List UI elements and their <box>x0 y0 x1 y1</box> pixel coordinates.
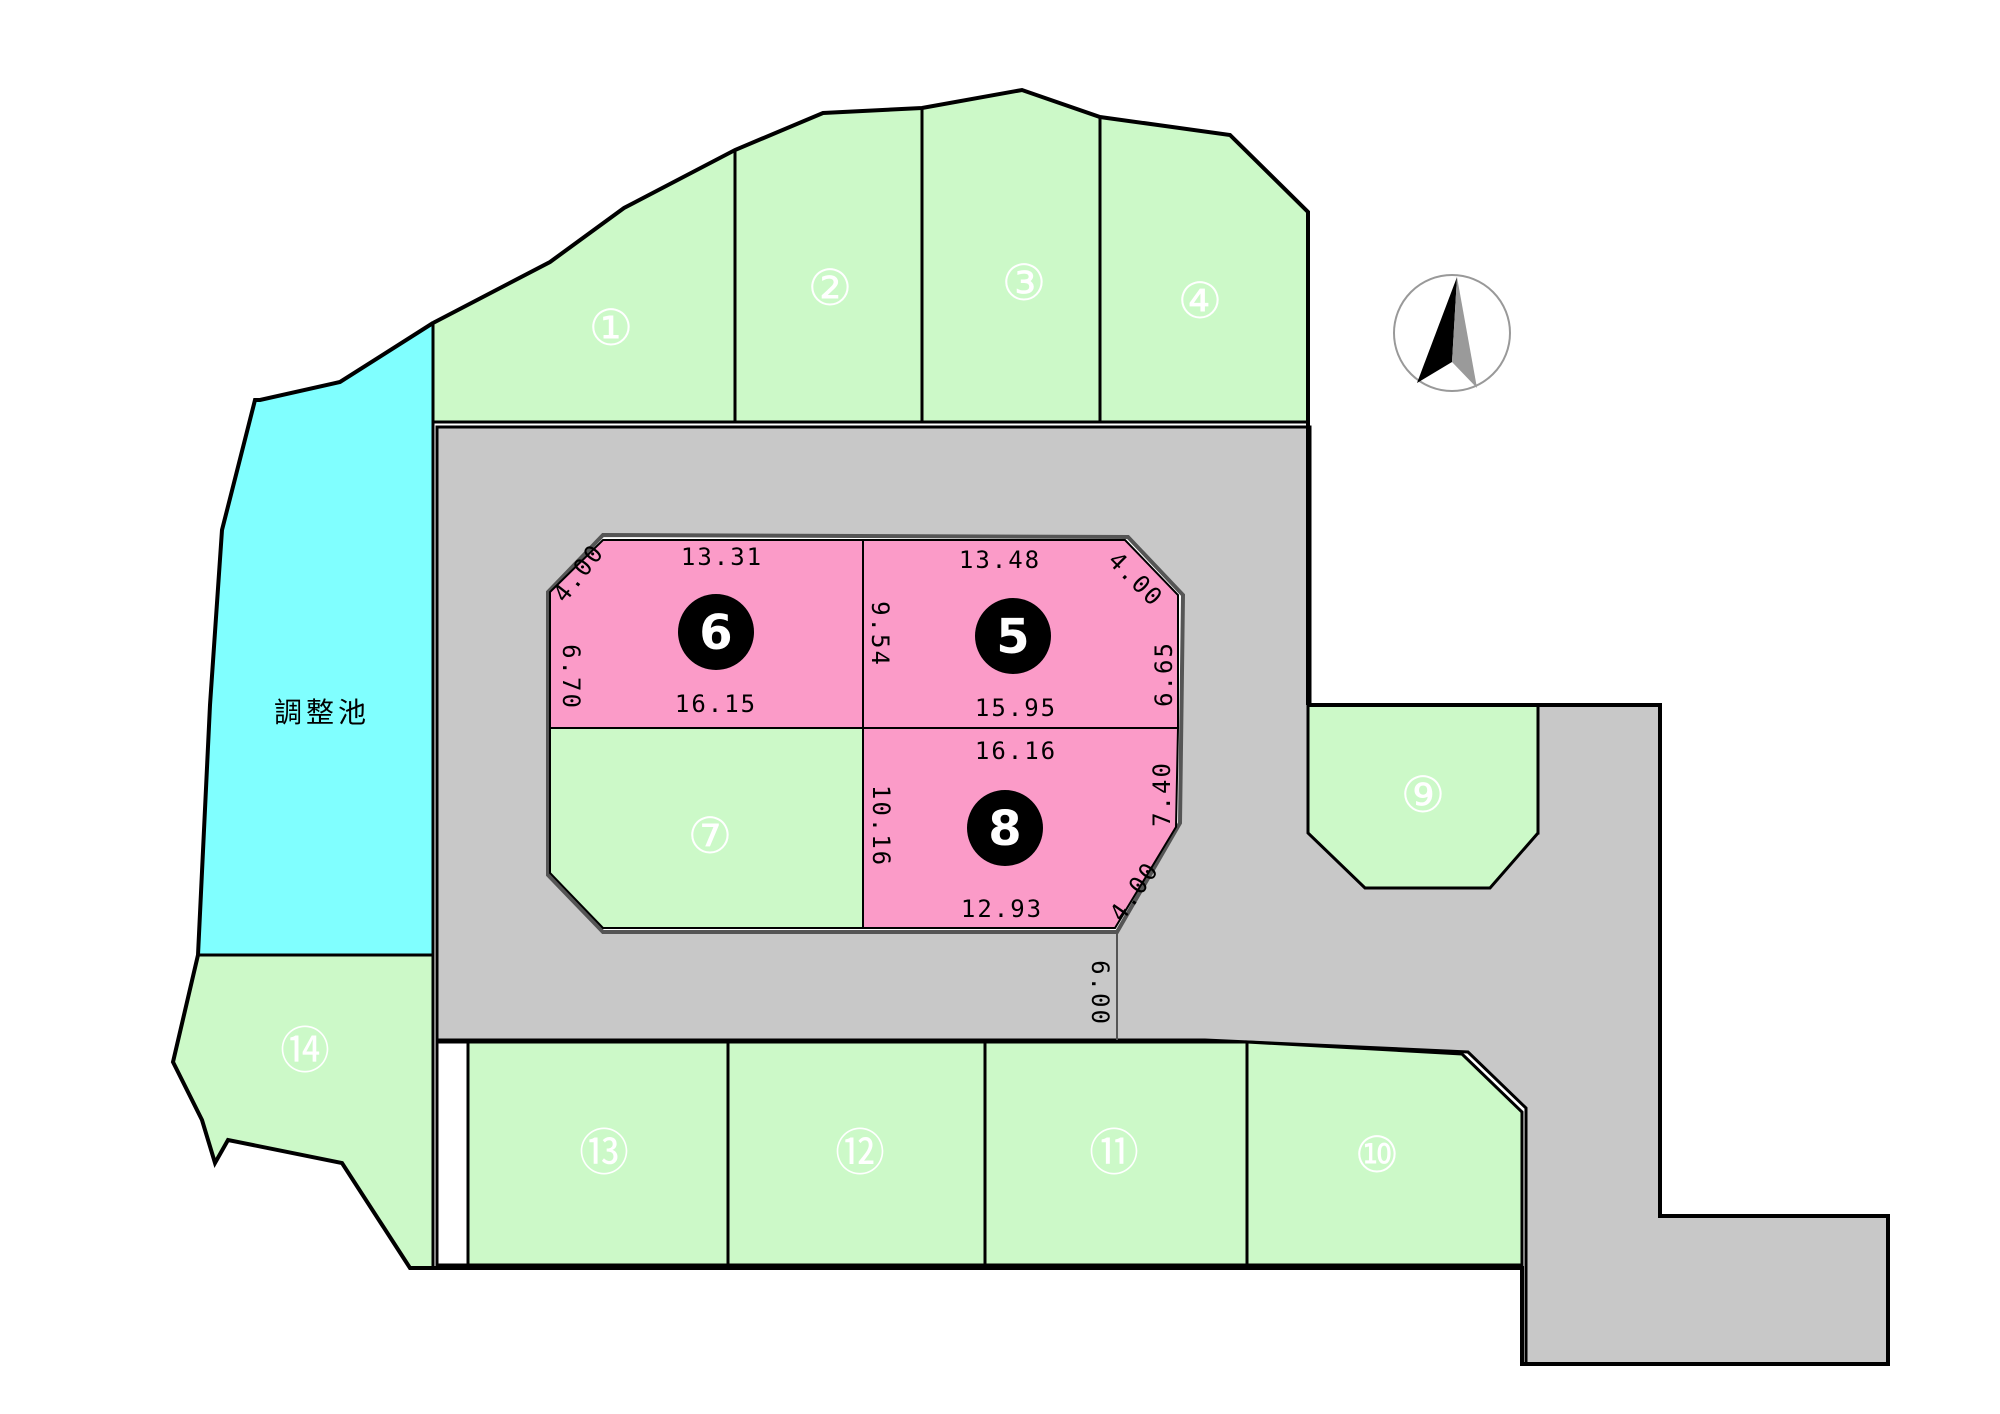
lot-6-left-dim: 6.70 <box>557 644 585 710</box>
lot-5-shared-dim: 9.54 <box>866 601 894 667</box>
lot-7[interactable] <box>549 727 864 929</box>
walkway-strip <box>435 1040 470 1267</box>
lot-7-label: ⑦ <box>688 807 733 865</box>
lot-8-badge: 8 <box>967 790 1043 866</box>
lot-4-label: ④ <box>1178 272 1223 330</box>
pond-label: 調整池 <box>274 696 370 729</box>
lot-2-label: ② <box>808 259 853 317</box>
lot-4[interactable] <box>1098 115 1310 424</box>
lot-5-right-dim: 6.65 <box>1150 641 1178 707</box>
north-boundary <box>432 87 1310 705</box>
lot-10[interactable] <box>1245 1040 1524 1267</box>
lot-3-label: ③ <box>1002 254 1047 312</box>
site-boundary <box>170 321 1890 1366</box>
south-lots <box>466 1040 1524 1267</box>
north-compass <box>1393 274 1511 392</box>
lot-5-top-dim: 13.48 <box>959 546 1041 574</box>
lot-1-label: ① <box>589 299 634 357</box>
lot-11-label: ⑪ <box>1089 1124 1139 1182</box>
lot-14-label: ⑭ <box>280 1022 330 1080</box>
lot-8-label: 8 <box>988 801 1021 857</box>
lot-6-top-dim: 13.31 <box>681 543 763 571</box>
lot-14[interactable] <box>171 953 435 1270</box>
lot-13-label: ⑬ <box>579 1124 629 1182</box>
lot-6-label: 6 <box>699 605 732 661</box>
pond-area <box>196 320 435 957</box>
north-arrow-shade <box>1452 277 1477 388</box>
lot-8-left-dim: 10.16 <box>867 785 895 867</box>
lot-5-label: 5 <box>996 609 1029 665</box>
north-lots <box>431 88 1310 424</box>
lot-9-label: ⑨ <box>1401 766 1446 824</box>
north-arrow-icon <box>1417 277 1457 383</box>
lot-12-label: ⑫ <box>835 1124 885 1182</box>
lot-5-bottom-dim: 15.95 <box>975 694 1057 722</box>
lot-1[interactable] <box>431 147 737 424</box>
road-width-dim: 6.00 <box>1086 960 1114 1026</box>
lot-8-right-dim: 7.40 <box>1148 761 1176 827</box>
lot-6-bottom-dim: 16.15 <box>675 690 757 718</box>
lot-8-top-dim: 16.16 <box>975 737 1057 765</box>
lot-5-badge: 5 <box>975 598 1051 674</box>
lot-6-badge: 6 <box>678 594 754 670</box>
lot-10-label: ⑩ <box>1355 1126 1400 1184</box>
lot-8-bottom-dim: 12.93 <box>961 895 1043 923</box>
